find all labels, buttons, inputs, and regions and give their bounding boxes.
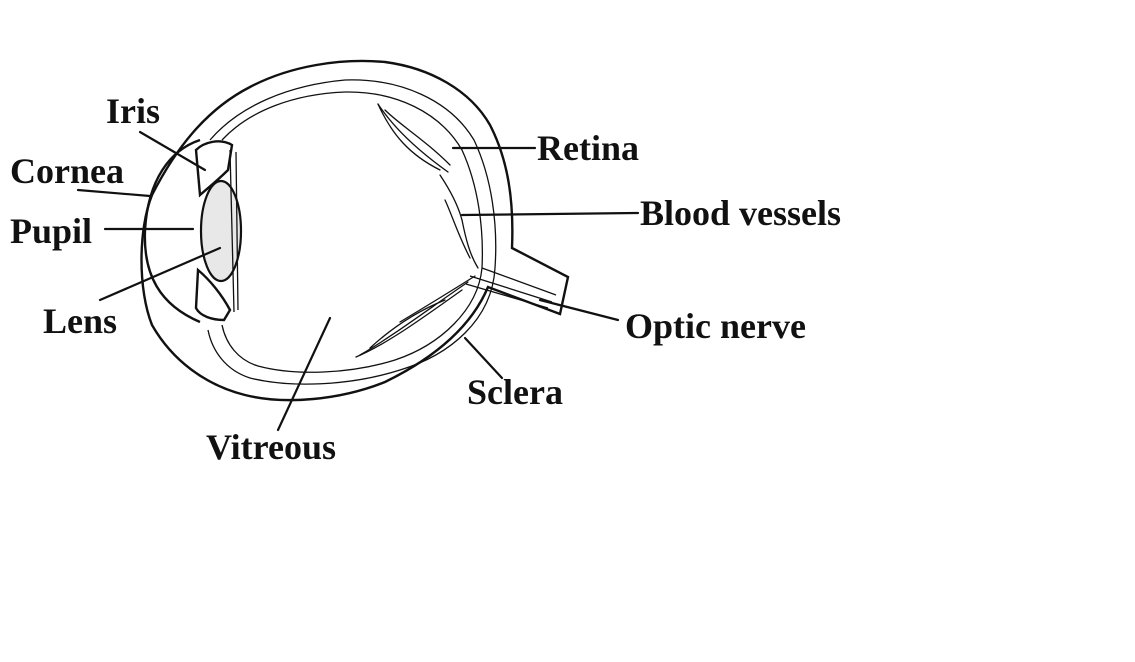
blood-vessels-leader bbox=[460, 211, 640, 217]
blood-vessels-upper bbox=[377, 103, 479, 269]
lens bbox=[199, 179, 243, 283]
label-lens: Lens bbox=[43, 301, 117, 341]
label-optic-nerve: Optic nerve bbox=[625, 306, 806, 346]
vitreous-leader bbox=[276, 316, 332, 432]
label-sclera: Sclera bbox=[467, 372, 563, 412]
optic-nerve-leader bbox=[538, 298, 620, 322]
labels: Iris Cornea Pupil Lens Vitreous Retina B… bbox=[10, 91, 841, 467]
label-retina: Retina bbox=[537, 128, 639, 168]
label-blood-vessels: Blood vessels bbox=[640, 193, 841, 233]
ciliary-lines bbox=[229, 149, 239, 313]
sclera-leader bbox=[463, 336, 504, 380]
label-cornea: Cornea bbox=[10, 151, 124, 191]
iris-upper bbox=[194, 140, 234, 198]
iris-lower bbox=[194, 267, 232, 322]
label-vitreous: Vitreous bbox=[206, 427, 336, 467]
iris-leader bbox=[138, 130, 207, 172]
cornea-dome bbox=[143, 138, 201, 324]
lens-leader bbox=[98, 246, 222, 302]
leader-lines bbox=[76, 130, 640, 432]
cornea-leader bbox=[76, 188, 152, 198]
choroid-layer bbox=[207, 79, 497, 385]
eyeball bbox=[140, 59, 570, 402]
optic-nerve-fibers bbox=[465, 267, 557, 309]
blood-vessels-lower bbox=[355, 275, 476, 358]
label-pupil: Pupil bbox=[10, 211, 92, 251]
retina-layer bbox=[221, 91, 483, 373]
label-iris: Iris bbox=[106, 91, 160, 131]
